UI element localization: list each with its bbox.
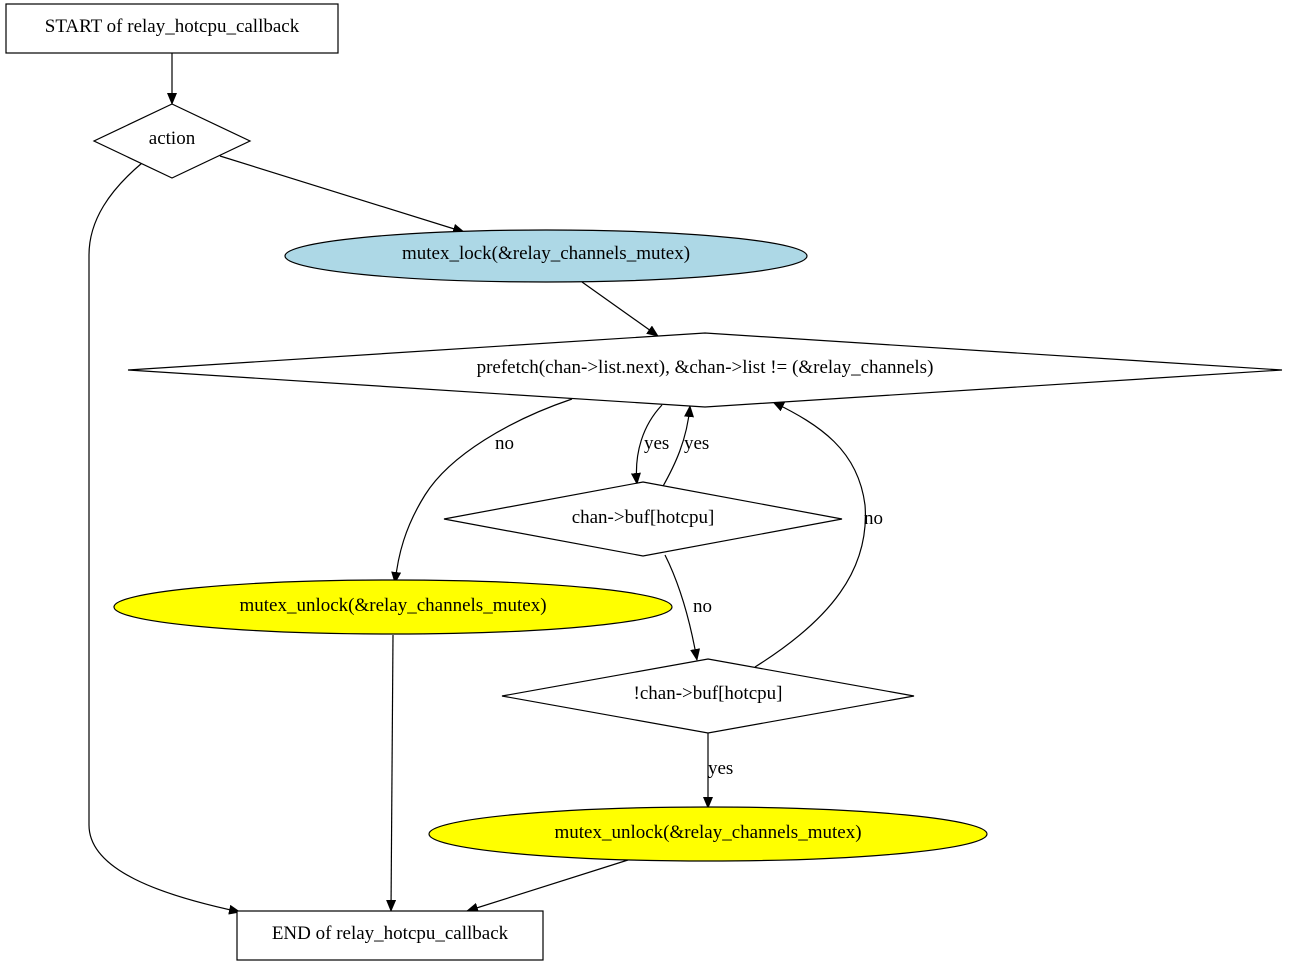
lock-label: mutex_lock(&relay_channels_mutex): [402, 243, 690, 264]
unlock-right-node: mutex_unlock(&relay_channels_mutex): [428, 806, 988, 862]
edge-loop-to-unlock-left: [391, 398, 573, 584]
action-diamond: [92, 103, 252, 179]
buf-node: chan->buf[hotcpu]: [443, 481, 843, 557]
notbuf-diamond: [501, 658, 915, 734]
edge-unlock-right-to-end: [466, 859, 629, 913]
edge-loop-to-buf: [630, 404, 663, 485]
unlock-left-label: mutex_unlock(&relay_channels_mutex): [239, 595, 546, 616]
edge-action-to-lock: [219, 155, 465, 234]
notbuf-node: !chan->buf[hotcpu]: [501, 658, 915, 734]
end-label: END of relay_hotcpu_callback: [272, 923, 509, 944]
action-label: action: [149, 128, 196, 149]
edge-label-notbuf-no: no: [864, 508, 883, 529]
edge-label-buf-no: no: [693, 596, 712, 617]
start-node: START of relay_hotcpu_callback: [5, 3, 339, 54]
unlock-right-label: mutex_unlock(&relay_channels_mutex): [554, 822, 861, 843]
unlock-right-ellipse: [428, 806, 988, 862]
edge-notbuf-to-loop: [754, 401, 867, 668]
edge-label-notbuf-yes: yes: [708, 758, 733, 779]
buf-diamond: [443, 481, 843, 557]
end-node: END of relay_hotcpu_callback: [236, 910, 544, 961]
loop-node: prefetch(chan->list.next), &chan->list !…: [127, 332, 1283, 408]
edge-label-buf-yes: yes: [684, 433, 709, 454]
start-box: [5, 3, 339, 54]
notbuf-label: !chan->buf[hotcpu]: [634, 683, 783, 704]
unlock-left-node: mutex_unlock(&relay_channels_mutex): [113, 579, 673, 635]
edge-action-to-end: [88, 162, 241, 915]
edge-label-loop-yes: yes: [644, 433, 669, 454]
loop-label: prefetch(chan->list.next), &chan->list !…: [477, 357, 934, 378]
unlock-left-ellipse: [113, 579, 673, 635]
start-label: START of relay_hotcpu_callback: [45, 16, 300, 37]
edge-buf-to-loop: [661, 405, 695, 489]
edge-label-loop-no: no: [495, 433, 514, 454]
loop-diamond: [127, 332, 1283, 408]
edge-unlock-left-to-end: [386, 634, 397, 912]
edge-buf-to-notbuf: [664, 554, 701, 661]
lock-ellipse: [284, 229, 808, 283]
end-box: [236, 910, 544, 961]
buf-label: chan->buf[hotcpu]: [572, 507, 715, 528]
action-node: action: [92, 103, 252, 179]
edge-lock-to-loop: [581, 281, 659, 337]
lock-node: mutex_lock(&relay_channels_mutex): [284, 229, 808, 283]
